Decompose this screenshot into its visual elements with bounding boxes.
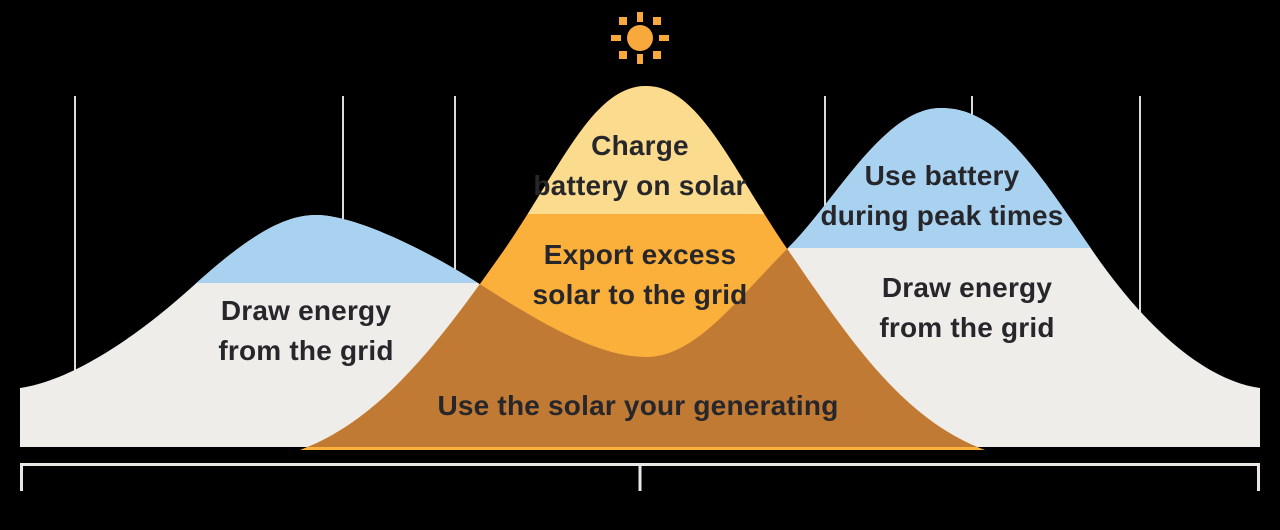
label-use-battery-peak-times: Use battery during peak times bbox=[820, 156, 1063, 236]
label-use-solar-generating: Use the solar your generating bbox=[437, 386, 838, 426]
label-line: Use the solar your generating bbox=[437, 390, 839, 421]
label-export-excess-solar: Export excess solar to the grid bbox=[533, 235, 748, 315]
label-line: Use battery bbox=[864, 160, 1020, 191]
label-line: Export excess bbox=[543, 239, 737, 270]
label-line: Draw energy bbox=[881, 272, 1053, 303]
label-line: battery on solar bbox=[533, 170, 747, 201]
label-line: during peak times bbox=[820, 200, 1064, 231]
label-line: from the grid bbox=[218, 335, 394, 366]
label-line: solar to the grid bbox=[532, 279, 748, 310]
label-evening-draw-from-grid: Draw energy from the grid bbox=[879, 268, 1054, 348]
label-line: from the grid bbox=[879, 312, 1055, 343]
label-charge-battery-on-solar: Charge battery on solar bbox=[533, 126, 746, 206]
label-line: Charge bbox=[591, 130, 689, 161]
sun-icon bbox=[611, 12, 669, 64]
morning-battery-cap-area bbox=[196, 215, 478, 283]
label-morning-draw-from-grid: Draw energy from the grid bbox=[218, 291, 393, 371]
label-line: Draw energy bbox=[220, 295, 392, 326]
solar-charge-cap-area bbox=[527, 86, 765, 214]
evening-battery-cap-area bbox=[788, 108, 1091, 248]
time-axis bbox=[20, 463, 1260, 491]
